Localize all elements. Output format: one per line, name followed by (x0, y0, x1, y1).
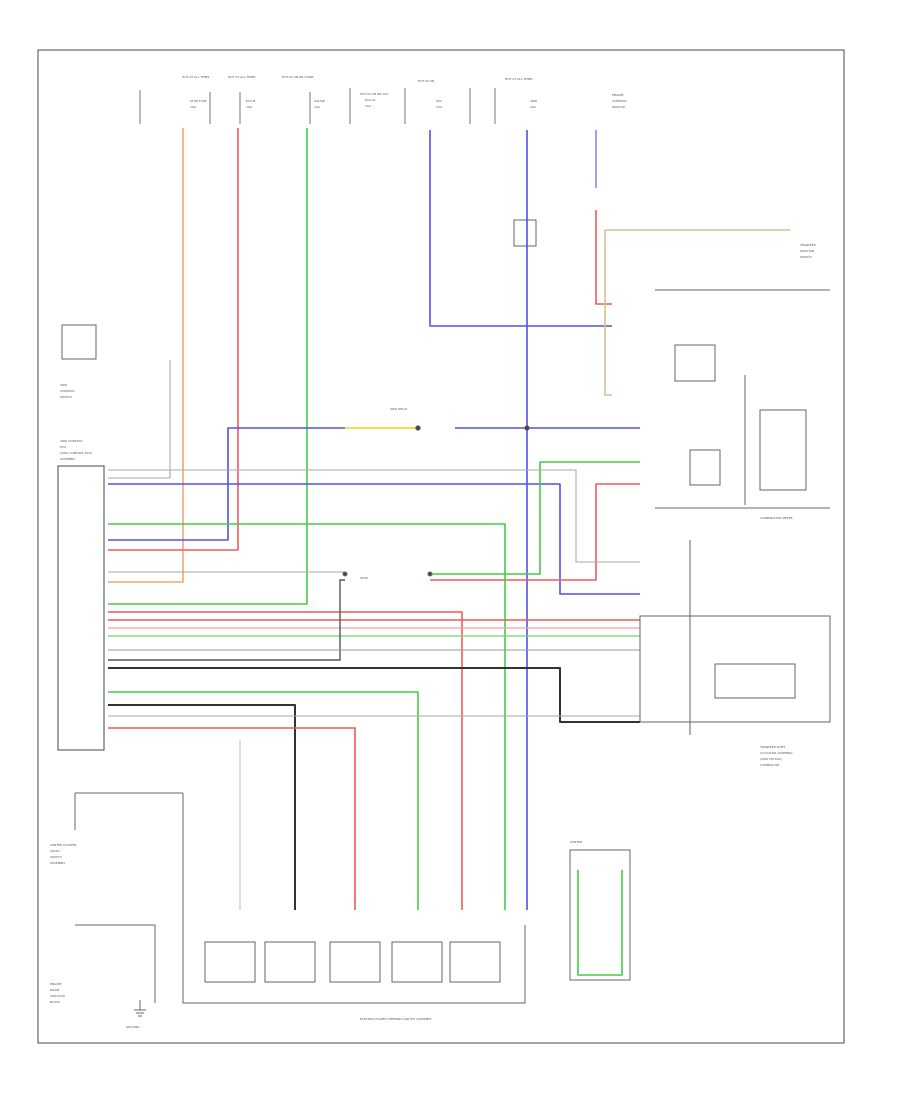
wire-green-right (430, 461, 640, 575)
switch-box-5 (449, 941, 501, 983)
left-engine-label-2: ROOM (50, 988, 60, 992)
ecu-label-2: ECU (60, 445, 66, 449)
wire-green-2 (108, 523, 506, 910)
switch-assembly (74, 792, 631, 1004)
ecu-label-3: (4WD CONTROL ECU) (60, 451, 92, 455)
meter-switch-2 (689, 449, 721, 486)
fuse-name-6: 4WD (530, 99, 538, 103)
transfer-block (639, 615, 831, 723)
wire-blue-top (429, 130, 612, 327)
fuse-name-3: GAUGE (314, 99, 325, 103)
fuse-name-2: ECU-B (246, 99, 255, 103)
junction-dot-2 (524, 425, 530, 431)
fuse-name-4: ECU-IG (365, 98, 376, 102)
switch-box-4 (391, 941, 443, 983)
left-engine-label-1: ENGINE (50, 982, 62, 986)
combination-meter-label: COMBINATION METER (760, 516, 793, 520)
fuse-label-1: HOT AT ALL TIMES (182, 75, 210, 79)
assembly-frame (182, 793, 526, 1004)
stop-light-label: STOP (360, 576, 368, 580)
left-bottom-label-3: SWITCH (50, 855, 62, 859)
left-bottom-bracket (74, 792, 183, 830)
junction-dot-3 (342, 571, 348, 577)
ground-label: GROUND (126, 1025, 140, 1029)
switch-box-2 (264, 941, 316, 983)
assembly-label: ELECTRIC POWER STEERING SWITCH ASSEMBLY (360, 1017, 432, 1021)
left-bottom-label-4: ASSEMBLY (50, 861, 66, 865)
left-engine-label-4: BLOCK (50, 1000, 61, 1004)
engine-label-3: MODULE (612, 105, 625, 109)
junction-dot (415, 425, 421, 431)
switch-box-3 (329, 941, 381, 983)
switch-box-1 (204, 941, 256, 983)
wires (108, 128, 790, 976)
fuse-rating-1: 10A (190, 105, 197, 109)
wire-green-sw (577, 870, 623, 976)
transfer-pos-label-3: SWITCH (800, 255, 812, 259)
fuse-name-5: IGN (436, 99, 441, 103)
wire-red-3 (108, 611, 463, 910)
meter-switch-1 (674, 344, 716, 382)
transfer-inner (714, 663, 796, 699)
relay-box (513, 219, 537, 247)
fuse-rating-2: 10A (246, 105, 253, 109)
wire-blue-2 (108, 483, 640, 595)
left-bottom-bracket-2 (75, 924, 156, 1003)
meter-box (655, 289, 830, 509)
wire-black-1 (108, 667, 640, 723)
fuse-rating-3: 10A (314, 105, 321, 109)
neutral-sw-label-3: SWITCH (60, 395, 72, 399)
wire-green-main (108, 128, 308, 605)
fuse-labels: HOT AT ALL TIMES STOP FUSE 10A HOT AT AL… (139, 75, 627, 124)
neutral-sw-label-2: CONTROL (60, 389, 75, 393)
wire-darkgray-1 (108, 579, 345, 661)
wire-red-5 (108, 727, 356, 910)
left-bottom-label-2: AUDIO (50, 849, 60, 853)
transfer-label-1: TRANSFER SHIFT (759, 745, 785, 749)
fuse-label-2: HOT AT ALL TIMES (228, 75, 256, 79)
wire-red-main (108, 128, 239, 551)
left-bottom-label-1: CENTER CLUSTER (50, 843, 77, 847)
wire-red-right (595, 210, 612, 305)
fuse-rating-4: 10A (365, 104, 372, 108)
ecu-connector-block (57, 465, 105, 751)
transfer-label-3: (4WD MOTOR) (760, 757, 782, 761)
right-components (639, 289, 831, 735)
engine-label-2: CONTROL (612, 99, 627, 103)
engine-label-1: ENGINE (612, 93, 624, 97)
fuse-rating-6: 20A (530, 105, 537, 109)
fuse-name-1: STOP FUSE (190, 99, 207, 103)
ecu-label-4: ASSEMBLY (60, 457, 76, 461)
transfer-pos-label-2: POSITION (800, 249, 814, 253)
junction-dot-4 (427, 571, 433, 577)
neutral-switch (61, 324, 97, 360)
transfer-label-2: ACTUATOR ASSEMBLY (760, 751, 793, 755)
wire-red-right-2 (430, 483, 640, 581)
left-engine-label-3: JUNCTION (49, 994, 65, 998)
wire-gray-1 (108, 469, 640, 563)
fuse-rating-5: 10A (436, 105, 443, 109)
fuse-label-6: HOT AT ALL TIMES (505, 77, 533, 81)
fuse-label-5: HOT IN ON (418, 79, 434, 83)
wire-gray-2 (108, 360, 171, 479)
fuse-label-3: HOT IN ON OR START (282, 75, 314, 79)
transfer-pos-label-1: TRANSFER (799, 243, 816, 247)
diff-lock-label: CENTER (570, 840, 582, 844)
wire-orange (108, 128, 184, 583)
wire-green-4 (108, 691, 419, 910)
wire-tan-2 (604, 230, 612, 396)
meter-coil (759, 409, 807, 491)
diagram-frame (37, 49, 845, 1044)
fuse-label-4: HOT IN ON OR ACC (360, 92, 389, 96)
wire-black-2 (108, 704, 296, 910)
diff-lock-switch (569, 849, 631, 981)
transfer-label-4: CONNECTOR (760, 763, 779, 767)
left-ecu: 4WD CONTROL ECU (4WD CONTROL ECU) ASSEMB… (57, 324, 105, 751)
center-components (134, 219, 537, 1017)
relay-label: 4WD RELAY (390, 407, 408, 411)
ground-symbol (134, 1000, 146, 1017)
neutral-sw-label-1: 4WD (60, 383, 68, 387)
ecu-label-1: 4WD CONTROL (60, 439, 83, 443)
